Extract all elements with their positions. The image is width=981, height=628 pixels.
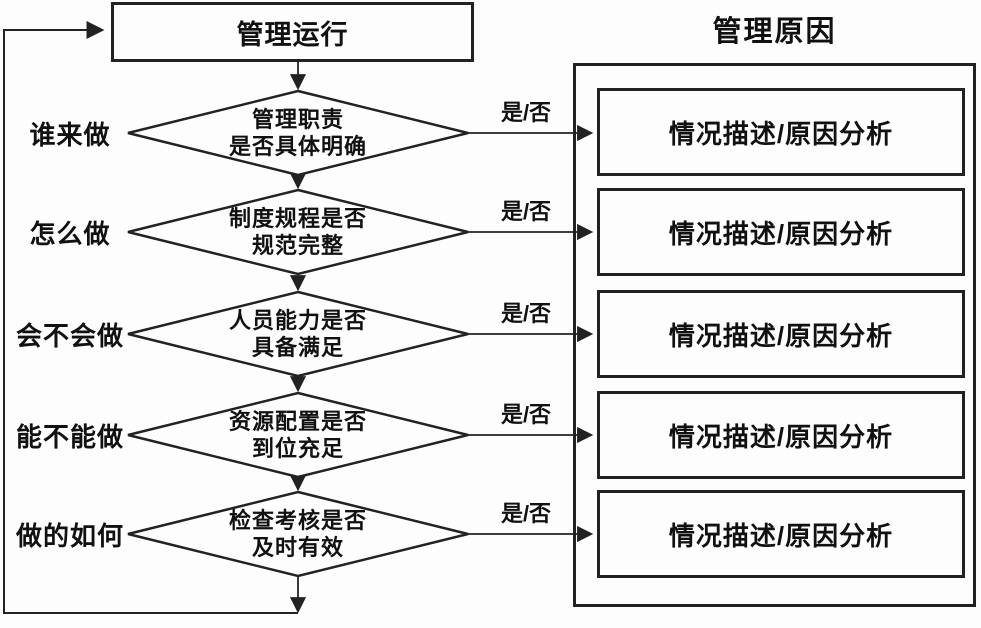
row-label-3: 会不会做 <box>15 320 124 351</box>
panel-header-management-cause: 管理原因 <box>712 16 837 48</box>
result-box-5-label: 情况描述/原因分析 <box>668 520 894 551</box>
cause-panel <box>573 63 976 607</box>
decision-diamond-5-text: 检查考核是否 及时有效 <box>188 504 408 564</box>
decision-diamond-1-shape <box>127 89 469 177</box>
result-box-2: 情况描述/原因分析 <box>597 188 965 276</box>
diamond-2-line-2: 规范完整 <box>251 233 344 258</box>
branch-label-2: 是/否 <box>500 199 552 224</box>
row-label-1: 谁来做 <box>29 119 111 150</box>
decision-diamond-2-text: 制度规程是否 规范完整 <box>188 202 408 262</box>
decision-diamond-5-shape <box>127 490 469 578</box>
branch-label-4: 是/否 <box>500 402 552 427</box>
row-label-4: 能不能做 <box>15 421 124 452</box>
diamond-3-line-1: 人员能力是否 <box>228 307 367 333</box>
decision-diamond-2-shape <box>127 188 469 276</box>
diamond-1-line-1: 管理职责 <box>251 106 344 132</box>
result-box-5: 情况描述/原因分析 <box>597 490 965 578</box>
decision-diamond-3-shape <box>127 290 469 378</box>
diamond-5-line-1: 检查考核是否 <box>228 507 367 533</box>
decision-diamond-4-text: 资源配置是否 到位充足 <box>188 405 408 465</box>
feedback-loop-line <box>3 21 298 614</box>
diamond-5-line-2: 及时有效 <box>251 535 344 560</box>
result-box-1: 情况描述/原因分析 <box>597 88 965 176</box>
result-box-4-label: 情况描述/原因分析 <box>668 421 894 452</box>
diamond-4-line-1: 资源配置是否 <box>228 408 367 434</box>
result-box-3-label: 情况描述/原因分析 <box>668 320 894 351</box>
result-box-3: 情况描述/原因分析 <box>597 290 965 378</box>
diamond-2-line-1: 制度规程是否 <box>228 205 367 231</box>
process-box-management-operation: 管理运行 <box>111 2 474 62</box>
result-box-2-label: 情况描述/原因分析 <box>668 218 894 249</box>
branch-label-3: 是/否 <box>500 301 552 326</box>
diamond-4-line-2: 到位充足 <box>251 436 344 461</box>
decision-diamond-1-text: 管理职责 是否具体明确 <box>188 103 408 163</box>
row-label-2: 怎么做 <box>29 218 111 249</box>
row-label-5: 做的如何 <box>15 520 124 551</box>
diamond-3-line-2: 具备满足 <box>251 335 344 360</box>
decision-diamond-3-text: 人员能力是否 具备满足 <box>188 304 408 364</box>
branch-label-1: 是/否 <box>500 100 552 125</box>
result-box-4: 情况描述/原因分析 <box>597 391 965 479</box>
diamond-1-line-2: 是否具体明确 <box>228 134 367 159</box>
result-box-1-label: 情况描述/原因分析 <box>668 118 894 149</box>
decision-diamond-4-shape <box>127 391 469 479</box>
process-box-label: 管理运行 <box>236 19 349 50</box>
branch-label-5: 是/否 <box>500 501 552 526</box>
